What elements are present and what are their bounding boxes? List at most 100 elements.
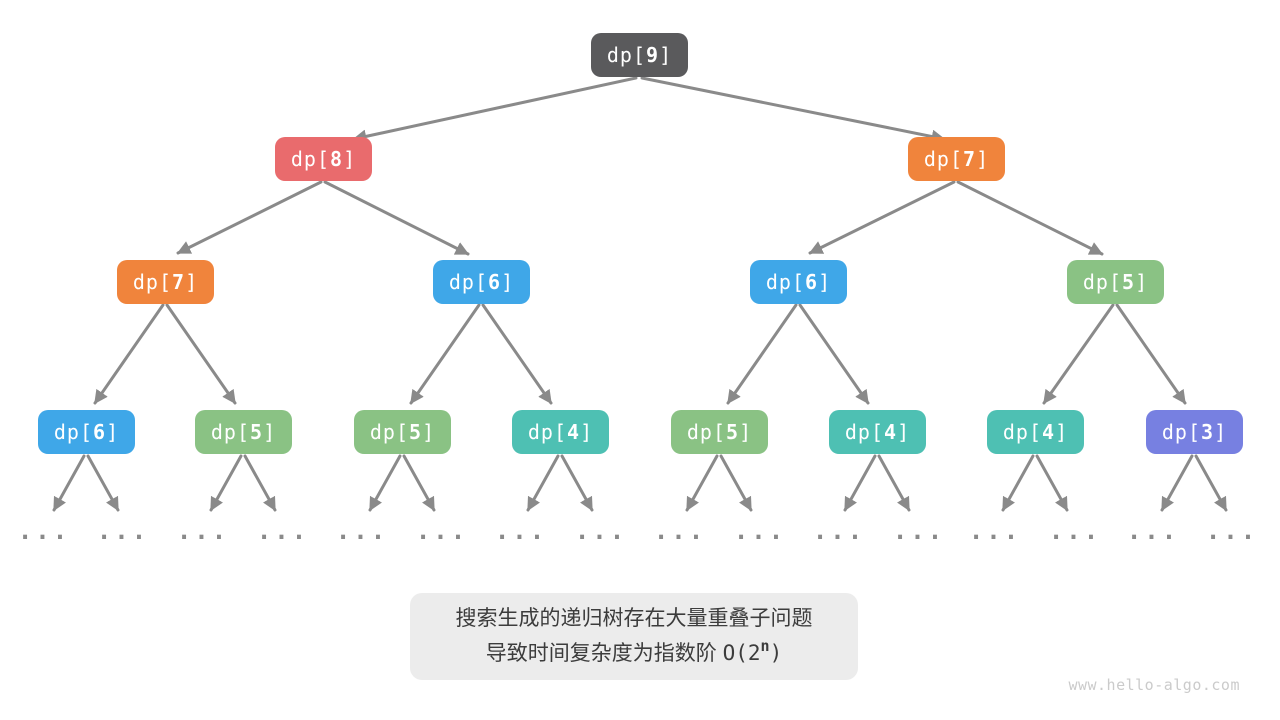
node-label-prefix: dp[ bbox=[132, 270, 173, 294]
tree-node-dp5: dp[5] bbox=[195, 410, 292, 454]
node-label-prefix: dp[ bbox=[1161, 420, 1202, 444]
tree-node-dp4: dp[4] bbox=[512, 410, 609, 454]
node-label-prefix: dp[ bbox=[290, 147, 331, 171]
node-label-index: 7 bbox=[172, 270, 186, 294]
caption-line2: 导致时间复杂度为指数阶 O(2n) bbox=[486, 636, 782, 671]
node-label-suffix: ] bbox=[263, 420, 277, 444]
node-label-index: 6 bbox=[805, 270, 819, 294]
node-label-index: 9 bbox=[646, 43, 660, 67]
tree-edge bbox=[1115, 303, 1187, 405]
ellipsis-leaf: ... bbox=[733, 517, 787, 545]
node-label-index: 5 bbox=[726, 420, 740, 444]
ellipsis-leaf: ... bbox=[653, 517, 707, 545]
tree-edge bbox=[877, 454, 911, 512]
node-label-prefix: dp[ bbox=[686, 420, 727, 444]
node-label-suffix: ] bbox=[1135, 270, 1149, 294]
node-label-suffix: ] bbox=[818, 270, 832, 294]
node-label-index: 4 bbox=[884, 420, 898, 444]
tree-edge bbox=[640, 76, 946, 144]
tree-node-dp4: dp[4] bbox=[987, 410, 1084, 454]
tree-edge bbox=[560, 454, 594, 512]
tree-node-dp6: dp[6] bbox=[750, 260, 847, 304]
node-label-suffix: ] bbox=[897, 420, 911, 444]
tree-edge bbox=[52, 454, 86, 512]
node-label-prefix: dp[ bbox=[369, 420, 410, 444]
node-label-suffix: ] bbox=[739, 420, 753, 444]
node-label-prefix: dp[ bbox=[448, 270, 489, 294]
tree-node-dp3: dp[3] bbox=[1146, 410, 1243, 454]
caption-box: 搜索生成的递归树存在大量重叠子问题 导致时间复杂度为指数阶 O(2n) bbox=[410, 593, 858, 680]
tree-edge bbox=[956, 180, 1104, 256]
node-label-prefix: dp[ bbox=[1082, 270, 1123, 294]
tree-node-dp4: dp[4] bbox=[829, 410, 926, 454]
tree-edge bbox=[209, 454, 243, 512]
formula-suffix: ) bbox=[769, 641, 783, 665]
ellipsis-leaf: ... bbox=[17, 517, 71, 545]
tree-node-dp5: dp[5] bbox=[354, 410, 451, 454]
node-label-suffix: ] bbox=[422, 420, 436, 444]
ellipsis-leaf: ... bbox=[812, 517, 866, 545]
tree-node-dp5: dp[5] bbox=[1067, 260, 1164, 304]
ellipsis-leaf: ... bbox=[176, 517, 230, 545]
watermark: www.hello-algo.com bbox=[1068, 676, 1240, 694]
tree-node-dp7: dp[7] bbox=[117, 260, 214, 304]
node-label-suffix: ] bbox=[343, 147, 357, 171]
tree-edge bbox=[719, 454, 753, 512]
tree-node-dp7: dp[7] bbox=[908, 137, 1005, 181]
ellipsis-leaf: ... bbox=[892, 517, 946, 545]
ellipsis-leaf: ... bbox=[574, 517, 628, 545]
node-label-index: 6 bbox=[488, 270, 502, 294]
tree-edge bbox=[165, 303, 237, 405]
ellipsis-leaf: ... bbox=[494, 517, 548, 545]
node-label-index: 5 bbox=[1122, 270, 1136, 294]
tree-node-dp9: dp[9] bbox=[591, 33, 688, 77]
node-label-index: 3 bbox=[1201, 420, 1215, 444]
ellipsis-leaf: ... bbox=[256, 517, 310, 545]
node-label-index: 7 bbox=[963, 147, 977, 171]
node-label-prefix: dp[ bbox=[923, 147, 964, 171]
node-label-suffix: ] bbox=[659, 43, 673, 67]
tree-edge bbox=[1035, 454, 1069, 512]
tree-edge bbox=[798, 303, 870, 405]
ellipsis-leaf: ... bbox=[968, 517, 1022, 545]
node-label-prefix: dp[ bbox=[844, 420, 885, 444]
node-label-suffix: ] bbox=[185, 270, 199, 294]
caption-line2-text: 导致时间复杂度为指数阶 bbox=[485, 642, 723, 665]
tree-edge bbox=[1001, 454, 1035, 512]
tree-edge bbox=[243, 454, 277, 512]
tree-edge bbox=[1194, 454, 1228, 512]
node-label-index: 5 bbox=[250, 420, 264, 444]
formula-exponent: n bbox=[760, 637, 770, 655]
tree-node-dp6: dp[6] bbox=[433, 260, 530, 304]
tree-edge bbox=[176, 180, 323, 255]
node-label-prefix: dp[ bbox=[765, 270, 806, 294]
tree-edge bbox=[1042, 303, 1115, 405]
node-label-suffix: ] bbox=[580, 420, 594, 444]
tree-edge bbox=[481, 303, 553, 405]
node-label-prefix: dp[ bbox=[527, 420, 568, 444]
tree-edge bbox=[808, 180, 956, 255]
node-label-index: 8 bbox=[330, 147, 344, 171]
tree-edge bbox=[86, 454, 120, 512]
ellipsis-leaf: ... bbox=[415, 517, 469, 545]
tree-node-dp8: dp[8] bbox=[275, 137, 372, 181]
formula-prefix: O(2 bbox=[722, 641, 761, 665]
node-label-suffix: ] bbox=[1055, 420, 1069, 444]
node-label-prefix: dp[ bbox=[53, 420, 94, 444]
tree-edge bbox=[409, 303, 481, 405]
node-label-suffix: ] bbox=[976, 147, 990, 171]
tree-edge bbox=[402, 454, 436, 512]
tree-edge bbox=[526, 454, 560, 512]
tree-edge bbox=[352, 76, 638, 144]
node-label-suffix: ] bbox=[106, 420, 120, 444]
node-label-suffix: ] bbox=[1214, 420, 1228, 444]
ellipsis-leaf: ... bbox=[1205, 517, 1259, 545]
ellipsis-leaf: ... bbox=[96, 517, 150, 545]
node-label-suffix: ] bbox=[501, 270, 515, 294]
tree-edge bbox=[93, 303, 165, 405]
tree-node-dp6: dp[6] bbox=[38, 410, 135, 454]
node-label-prefix: dp[ bbox=[1002, 420, 1043, 444]
tree-node-dp5: dp[5] bbox=[671, 410, 768, 454]
tree-edge bbox=[726, 303, 798, 405]
